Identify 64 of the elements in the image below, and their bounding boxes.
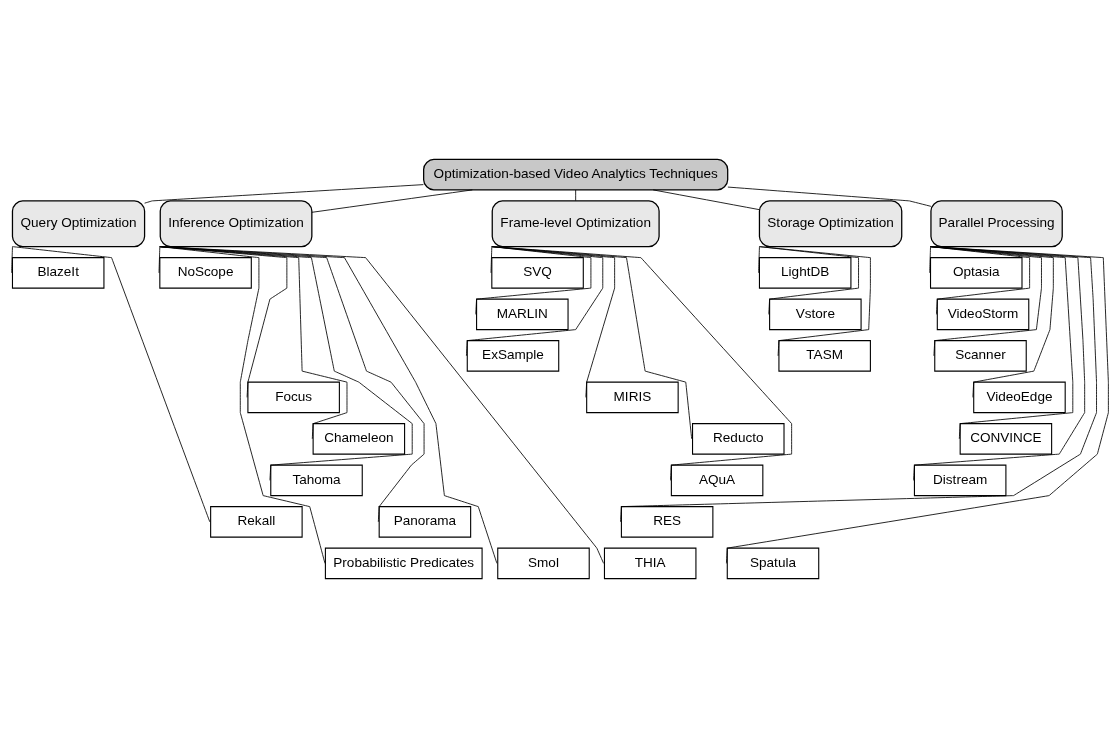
node-box: VideoEdge <box>973 381 1066 414</box>
node-box: Inference Optimization <box>159 200 313 248</box>
connector <box>726 246 1109 564</box>
connector <box>913 246 1086 481</box>
node-box: Panorama <box>378 506 472 538</box>
node-box: MARLIN <box>476 298 569 331</box>
connector <box>759 246 871 357</box>
node-box: Focus <box>247 381 340 414</box>
node-box: VideoStorm <box>936 298 1030 331</box>
connector <box>159 246 413 481</box>
connector <box>575 189 577 202</box>
node-box: LightDB <box>758 257 852 289</box>
connector <box>12 246 211 523</box>
node-box: SVQ <box>491 257 584 289</box>
connector <box>930 246 1074 440</box>
connector <box>491 246 693 440</box>
connector <box>475 246 592 315</box>
node-box: Scanner <box>934 340 1027 372</box>
connector <box>158 246 161 274</box>
node-box: Query Optimization <box>11 200 146 248</box>
node-box: Optimization-based Video Analytics Techniques <box>423 158 729 191</box>
node-box: TASM <box>778 340 871 372</box>
connector <box>466 246 604 357</box>
connector <box>727 186 932 207</box>
node-box: Frame-level Optimization <box>491 200 660 248</box>
node-box: Tahoma <box>270 464 363 497</box>
node-box: ExSample <box>466 340 560 372</box>
connector <box>620 246 1097 523</box>
node-box: Rekall <box>210 506 303 538</box>
node-box: Chameleon <box>312 423 406 455</box>
node-box: Distream <box>913 464 1007 497</box>
connector <box>759 246 859 315</box>
node-box: NoScope <box>159 257 252 289</box>
connector <box>929 246 931 274</box>
node-box: RES <box>620 506 714 538</box>
node-box: Reducto <box>692 423 785 455</box>
node-box: Parallel Processing <box>930 200 1063 248</box>
connector <box>159 246 425 523</box>
connector <box>930 246 1054 398</box>
node-box: AQuA <box>670 464 764 497</box>
node-box: Smol <box>497 547 590 580</box>
connector <box>159 246 288 398</box>
node-box: Probabilistic Predicates <box>324 547 483 580</box>
node-box: Storage Optimization <box>758 200 903 248</box>
node-box: MIRIS <box>586 381 679 414</box>
connector <box>491 246 616 398</box>
connector <box>930 246 1031 315</box>
connector <box>490 246 493 274</box>
connector <box>652 189 760 211</box>
connector <box>11 246 13 274</box>
node-box: CONVINCE <box>959 423 1053 455</box>
node-box: THIA <box>603 547 697 580</box>
connector <box>930 246 1042 357</box>
connector <box>758 246 760 274</box>
connector <box>159 246 605 564</box>
connector <box>144 184 424 204</box>
node-box: Optasia <box>930 257 1023 289</box>
connector <box>159 246 326 564</box>
node-box: Spatula <box>726 547 820 580</box>
connector <box>311 189 473 213</box>
connector <box>491 246 793 481</box>
node-box: BlazeIt <box>11 257 105 289</box>
node-box: Vstore <box>769 298 862 331</box>
connector <box>159 246 348 440</box>
